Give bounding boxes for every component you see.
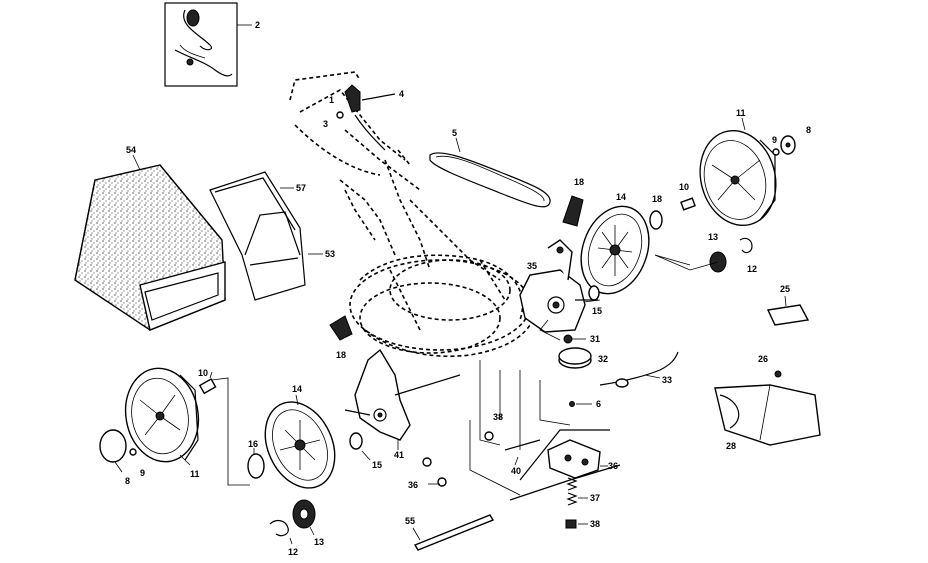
callout-5: 5 bbox=[452, 128, 457, 138]
callout-54: 54 bbox=[126, 145, 136, 155]
part-10-upper-bushing bbox=[680, 197, 696, 211]
callout-13-lower: 13 bbox=[314, 537, 324, 547]
callout-15-upper: 15 bbox=[592, 306, 602, 316]
part-10-lower-bushing bbox=[198, 371, 217, 395]
callout-33: 33 bbox=[662, 375, 672, 385]
callout-55: 55 bbox=[405, 516, 415, 526]
callout-4: 4 bbox=[399, 89, 404, 99]
callout-10-upper: 10 bbox=[679, 182, 689, 192]
part-25-label bbox=[766, 295, 810, 326]
callout-3: 3 bbox=[323, 119, 328, 129]
part-8-lower-cap bbox=[99, 429, 127, 473]
callout-8-lower: 8 bbox=[125, 476, 130, 486]
callout-53: 53 bbox=[325, 249, 335, 259]
part-35-transmission bbox=[519, 239, 598, 341]
callout-36-left: 36 bbox=[408, 480, 418, 490]
part-57-bag-frame bbox=[209, 171, 306, 301]
callout-1: 1 bbox=[329, 95, 334, 105]
part-41-gearbox bbox=[344, 348, 461, 450]
part-14-lower-disc bbox=[264, 394, 336, 489]
callout-18-upper: 18 bbox=[574, 177, 584, 187]
part-54-grass-bag bbox=[74, 154, 226, 331]
callout-8-upper: 8 bbox=[806, 125, 811, 135]
part-15-upper-washer bbox=[588, 285, 600, 301]
part-40-pin bbox=[504, 439, 541, 466]
part-36-nut-left bbox=[422, 457, 447, 487]
callout-31: 31 bbox=[590, 334, 600, 344]
callout-13-upper: 13 bbox=[708, 232, 718, 242]
callout-38-middle: 38 bbox=[493, 412, 503, 422]
callout-15-lower: 15 bbox=[372, 460, 382, 470]
callout-38-lower: 38 bbox=[590, 519, 600, 529]
part-18-washer-upper bbox=[649, 210, 663, 230]
callout-12-lower: 12 bbox=[288, 547, 298, 557]
part-13-upper-gear bbox=[654, 251, 727, 273]
lower-rods bbox=[469, 360, 621, 501]
part-12-upper-clip bbox=[739, 237, 753, 254]
part-8-upper-cap bbox=[780, 135, 796, 155]
callout-25: 25 bbox=[780, 284, 790, 294]
part-9-lower bbox=[129, 448, 137, 456]
part-14-upper-disc bbox=[580, 205, 650, 295]
callout-18-lower: 18 bbox=[336, 350, 346, 360]
callout-2: 2 bbox=[255, 20, 260, 30]
dashed-handle-outline bbox=[289, 71, 501, 281]
callout-37: 37 bbox=[590, 493, 600, 503]
callout-41: 41 bbox=[394, 450, 404, 460]
part-15-lower-washer bbox=[349, 432, 371, 461]
part-26-screw bbox=[774, 370, 782, 378]
callout-28: 28 bbox=[726, 441, 736, 451]
part-18-lower-boot bbox=[329, 315, 353, 341]
callout-14-upper: 14 bbox=[616, 192, 626, 202]
part-55-rod bbox=[412, 514, 495, 551]
part-38-middle-nut bbox=[484, 431, 494, 441]
callout-11-lower: 11 bbox=[190, 469, 200, 479]
callout-12-upper: 12 bbox=[747, 264, 757, 274]
part-2-cable-box bbox=[164, 2, 252, 87]
part-18-upper-boot bbox=[562, 195, 584, 227]
callout-36-right: 36 bbox=[608, 461, 618, 471]
callout-9-upper: 9 bbox=[772, 135, 777, 145]
part-11-right-wheel bbox=[699, 117, 777, 227]
part-13-lower-gear bbox=[292, 499, 316, 536]
callout-57: 57 bbox=[296, 183, 306, 193]
part-38-lower-nut bbox=[565, 519, 588, 529]
callout-26: 26 bbox=[758, 354, 768, 364]
callout-40: 40 bbox=[511, 466, 521, 476]
part-16-washer bbox=[247, 448, 265, 479]
part-5-belt bbox=[429, 137, 551, 208]
part-28-chute-deflector bbox=[714, 384, 821, 446]
part-11-left-wheel bbox=[124, 367, 200, 466]
callout-18-middle: 18 bbox=[652, 194, 662, 204]
part-33-cable bbox=[599, 351, 679, 388]
left-axle-bracket bbox=[211, 377, 250, 486]
callout-14-lower: 14 bbox=[292, 384, 302, 394]
callout-35: 35 bbox=[527, 261, 537, 271]
callout-32: 32 bbox=[598, 354, 608, 364]
part-36-bracket-right bbox=[547, 439, 608, 479]
callout-16: 16 bbox=[248, 439, 258, 449]
part-12-lower-clip bbox=[269, 519, 293, 545]
callout-9-lower: 9 bbox=[140, 468, 145, 478]
dashed-deck-outline bbox=[349, 254, 531, 358]
callout-11-upper: 11 bbox=[736, 108, 746, 118]
part-32-cap bbox=[558, 347, 592, 369]
axle-lines bbox=[583, 254, 719, 303]
part-37-spring bbox=[566, 477, 588, 506]
callout-10-lower: 10 bbox=[198, 368, 208, 378]
part-31-fitting bbox=[563, 334, 586, 344]
handle-hardware bbox=[336, 84, 396, 151]
part-9-upper bbox=[772, 148, 780, 156]
callout-6: 6 bbox=[596, 399, 601, 409]
part-6-bolt bbox=[569, 401, 592, 407]
